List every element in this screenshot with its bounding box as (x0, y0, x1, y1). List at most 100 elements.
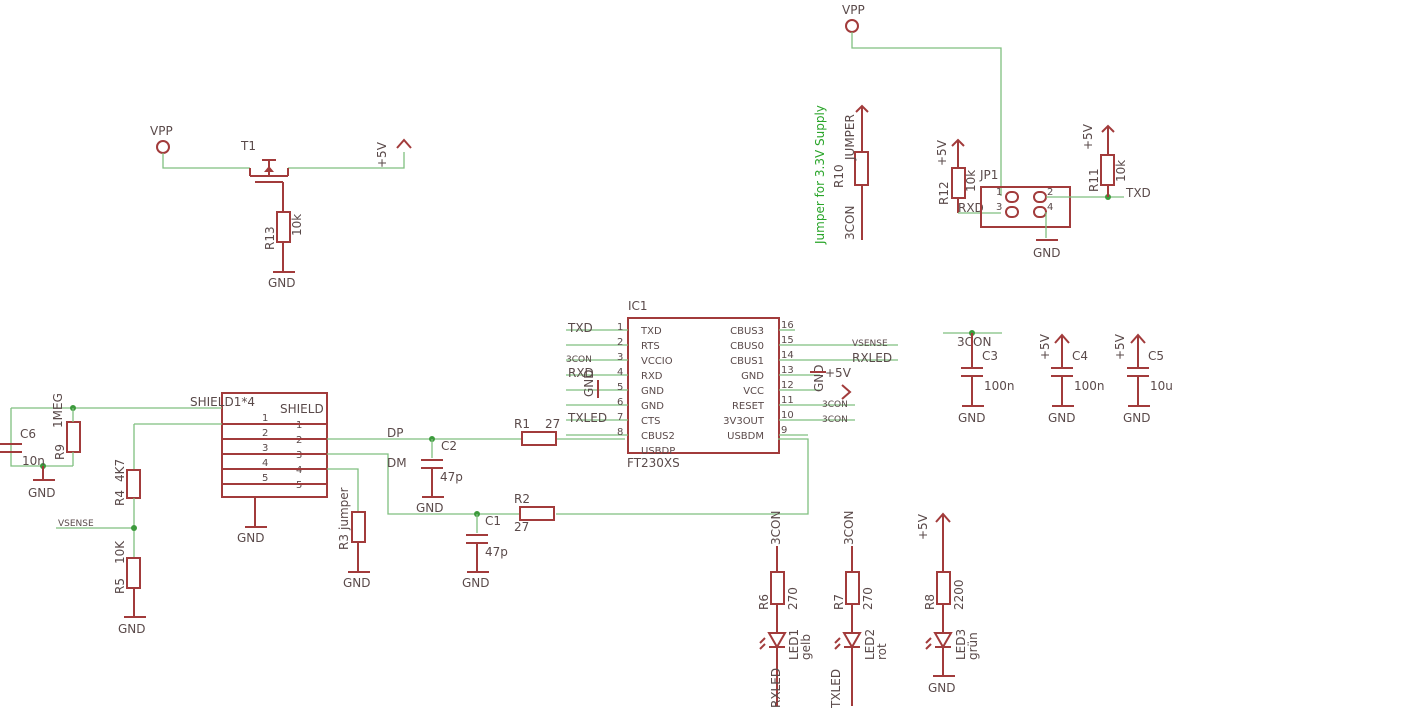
ic1-right-pin-name: RESET (732, 401, 765, 412)
vsense-net-label: VSENSE (58, 519, 94, 529)
ic1-right-pin-number: 10 (781, 410, 794, 421)
svg-text:5: 5 (296, 480, 302, 491)
ic1-left-pin-name: TXD (640, 326, 662, 337)
svg-text:LED3: LED3 (954, 629, 968, 660)
ic-net-vsense: VSENSE (852, 339, 888, 349)
svg-text:10k: 10k (964, 170, 978, 192)
svg-text:47p: 47p (485, 545, 508, 559)
svg-text:3CON: 3CON (842, 511, 856, 545)
ic1-left-pin-number: 6 (617, 397, 623, 408)
usbdm-wire (556, 438, 809, 515)
vpp-top-symbol: VPP (842, 3, 865, 33)
svg-text:27: 27 (514, 520, 529, 534)
svg-text:3CON: 3CON (957, 335, 991, 349)
svg-text:5: 5 (262, 473, 268, 484)
svg-text:4: 4 (262, 458, 268, 469)
c3-capacitor: 3CON C3 100n GND (943, 330, 1015, 425)
svg-text:GND: GND (462, 576, 490, 590)
ic1-left-pin-name: USBDP (641, 446, 675, 457)
c4-capacitor: +5V C4 100n GND (1038, 333, 1105, 425)
svg-text:10k: 10k (1114, 160, 1128, 182)
svg-text:grün: grün (966, 632, 980, 660)
r12-resistor: +5V R12 10k (935, 138, 978, 213)
svg-text:C2: C2 (441, 439, 457, 453)
rxd-net-label: RXD (958, 201, 984, 215)
svg-text:10u: 10u (1150, 379, 1173, 393)
svg-text:RXLED: RXLED (769, 668, 783, 708)
txd-net-label: TXD (1125, 186, 1151, 200)
ic1-right-pin-name: VCC (743, 386, 764, 397)
r4-resistor: 4K7 R4 (113, 424, 141, 558)
svg-text:GND: GND (958, 411, 986, 425)
ic1-left-pin-number: 2 (617, 337, 623, 348)
ic1-left-pin-name: VCCIO (641, 356, 673, 367)
svg-text:C3: C3 (982, 349, 998, 363)
r8-led3-branch: +5V R8 2200 LED3 grün GND (916, 512, 980, 695)
ic1-left-pin-number: 7 (617, 412, 623, 423)
svg-text:T1: T1 (240, 139, 256, 153)
ic1-right-pin-number: 11 (781, 395, 794, 406)
r3-wire (327, 468, 359, 512)
svg-text:LED2: LED2 (863, 629, 877, 660)
jumper-note: Jumper for 3.3V Supply (813, 105, 827, 245)
svg-text:10k: 10k (290, 214, 304, 236)
r1-resistor: R1 27 (514, 417, 560, 446)
svg-text:C4: C4 (1072, 349, 1088, 363)
ic1-left-pin-number: 4 (617, 367, 623, 378)
t1-5v-wire (288, 152, 405, 169)
ic1-chip: IC1 FT230XS (627, 299, 780, 470)
ic-net-txled: TXLED (567, 411, 607, 425)
r11-resistor: +5V R11 10k (1081, 123, 1128, 197)
svg-text:3CON: 3CON (769, 511, 783, 545)
svg-text:2: 2 (262, 428, 268, 439)
ic1-left-pin-name: GND (641, 401, 664, 412)
svg-text:1: 1 (296, 420, 302, 431)
svg-text:SHIELD: SHIELD (280, 402, 324, 416)
svg-text:+5V: +5V (935, 139, 949, 166)
dm-net-label: DM (387, 456, 407, 470)
svg-text:rot: rot (875, 643, 889, 660)
svg-text:R6: R6 (757, 594, 771, 610)
r2-resistor: R2 27 (514, 492, 555, 534)
ic1-right-pin-name: CBUS3 (730, 326, 764, 337)
ic1-right-pin-number: 15 (781, 335, 794, 346)
r3-resistor: jumper R3 GND (337, 487, 371, 590)
ic-net-5v: +5V (825, 366, 852, 380)
svg-text:R7: R7 (832, 594, 846, 610)
ic-net-3con-3v3: 3CON (822, 415, 848, 425)
r10-resistor: R10 JUMPER 3CON (832, 104, 869, 240)
ic1-right-pin-name: USBDM (727, 431, 764, 442)
ic1-right-pin-number: 13 (781, 365, 794, 376)
r9-resistor: 1MEG R9 (51, 393, 81, 466)
plus5v-t1-symbol: +5V (375, 138, 412, 168)
svg-text:GND: GND (1123, 411, 1151, 425)
ic1-left-pin-name: CTS (641, 416, 660, 427)
ic-net-3con: 3CON (566, 355, 592, 365)
svg-text:10n: 10n (22, 454, 45, 468)
svg-text:TXLED: TXLED (829, 669, 843, 709)
svg-text:R3: R3 (337, 534, 351, 550)
svg-text:GND: GND (118, 622, 146, 636)
svg-text:GND: GND (343, 576, 371, 590)
svg-text:GND: GND (237, 531, 265, 545)
svg-text:R10: R10 (832, 164, 846, 188)
svg-text:+5V: +5V (1038, 333, 1052, 360)
c1-capacitor: C1 47p GND (462, 514, 508, 590)
ic-net-gnd-right: GND (812, 364, 826, 392)
svg-text:R13: R13 (263, 226, 277, 250)
ic1-left-pin-name: GND (641, 386, 664, 397)
svg-text:C1: C1 (485, 514, 501, 528)
svg-text:LED1: LED1 (787, 629, 801, 660)
ic1-left-pin-name: CBUS2 (641, 431, 675, 442)
vpp-left-symbol: VPP (150, 124, 173, 154)
svg-text:3CON: 3CON (843, 206, 857, 240)
svg-text:R2: R2 (514, 492, 530, 506)
svg-text:JUMPER: JUMPER (843, 114, 857, 161)
c6-capacitor: C6 10n GND (0, 408, 73, 500)
svg-text:gelb: gelb (799, 634, 813, 660)
ic1-left-pin-number: 5 (617, 382, 623, 393)
svg-text:2: 2 (1047, 187, 1053, 198)
svg-text:100n: 100n (984, 379, 1015, 393)
vpp-t1-wire (162, 153, 250, 169)
svg-text:1: 1 (262, 413, 268, 424)
